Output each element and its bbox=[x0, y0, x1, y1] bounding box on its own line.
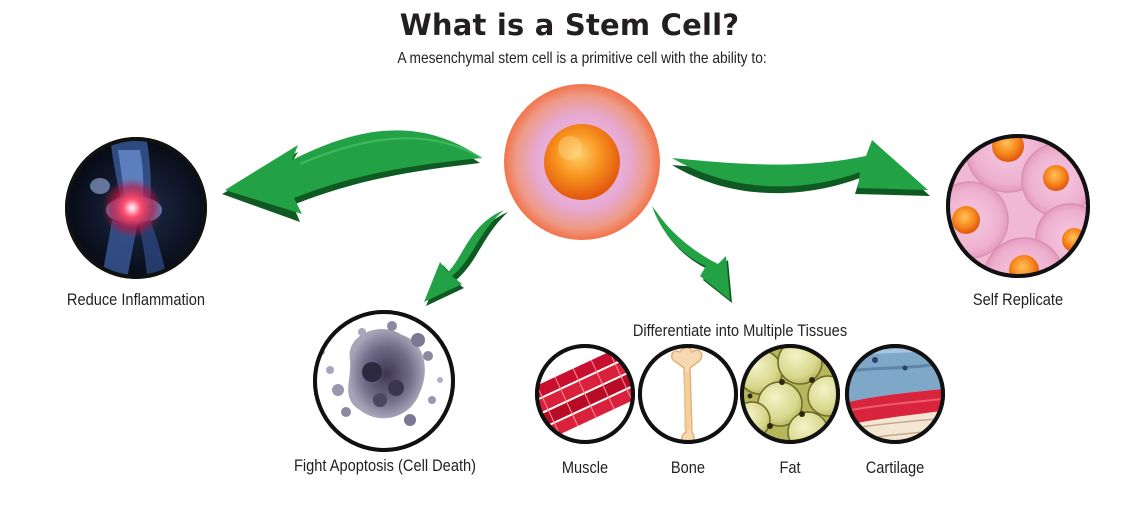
label-self-replicate: Self Replicate bbox=[972, 290, 1064, 309]
label-cartilage: Cartilage bbox=[865, 458, 925, 477]
label-reduce-inflammation: Reduce Inflammation bbox=[66, 290, 206, 309]
bone-tissue-icon bbox=[638, 344, 738, 444]
self-replicate-cells-icon bbox=[946, 134, 1090, 278]
diagram-title: What is a Stem Cell? bbox=[399, 8, 740, 42]
arrow-to-self-replicate bbox=[672, 140, 930, 196]
arrow-to-fight-apoptosis bbox=[424, 210, 508, 306]
cartilage-tissue-icon bbox=[845, 344, 945, 444]
label-differentiate: Differentiate into Multiple Tissues bbox=[632, 321, 848, 340]
stem-cell-icon bbox=[504, 84, 660, 240]
arrow-to-differentiate bbox=[652, 206, 732, 303]
label-fat: Fat bbox=[779, 458, 801, 477]
knee-inflammation-icon bbox=[65, 137, 207, 279]
diagram-subtitle: A mesenchymal stem cell is a primitive c… bbox=[397, 50, 767, 67]
label-muscle: Muscle bbox=[561, 458, 609, 477]
apoptosis-cell-icon bbox=[313, 310, 455, 452]
muscle-tissue-icon bbox=[535, 344, 635, 444]
label-fight-apoptosis: Fight Apoptosis (Cell Death) bbox=[293, 456, 477, 475]
fat-tissue-icon bbox=[740, 344, 840, 444]
label-bone: Bone bbox=[670, 458, 706, 477]
arrow-to-reduce-inflammation bbox=[222, 130, 483, 222]
